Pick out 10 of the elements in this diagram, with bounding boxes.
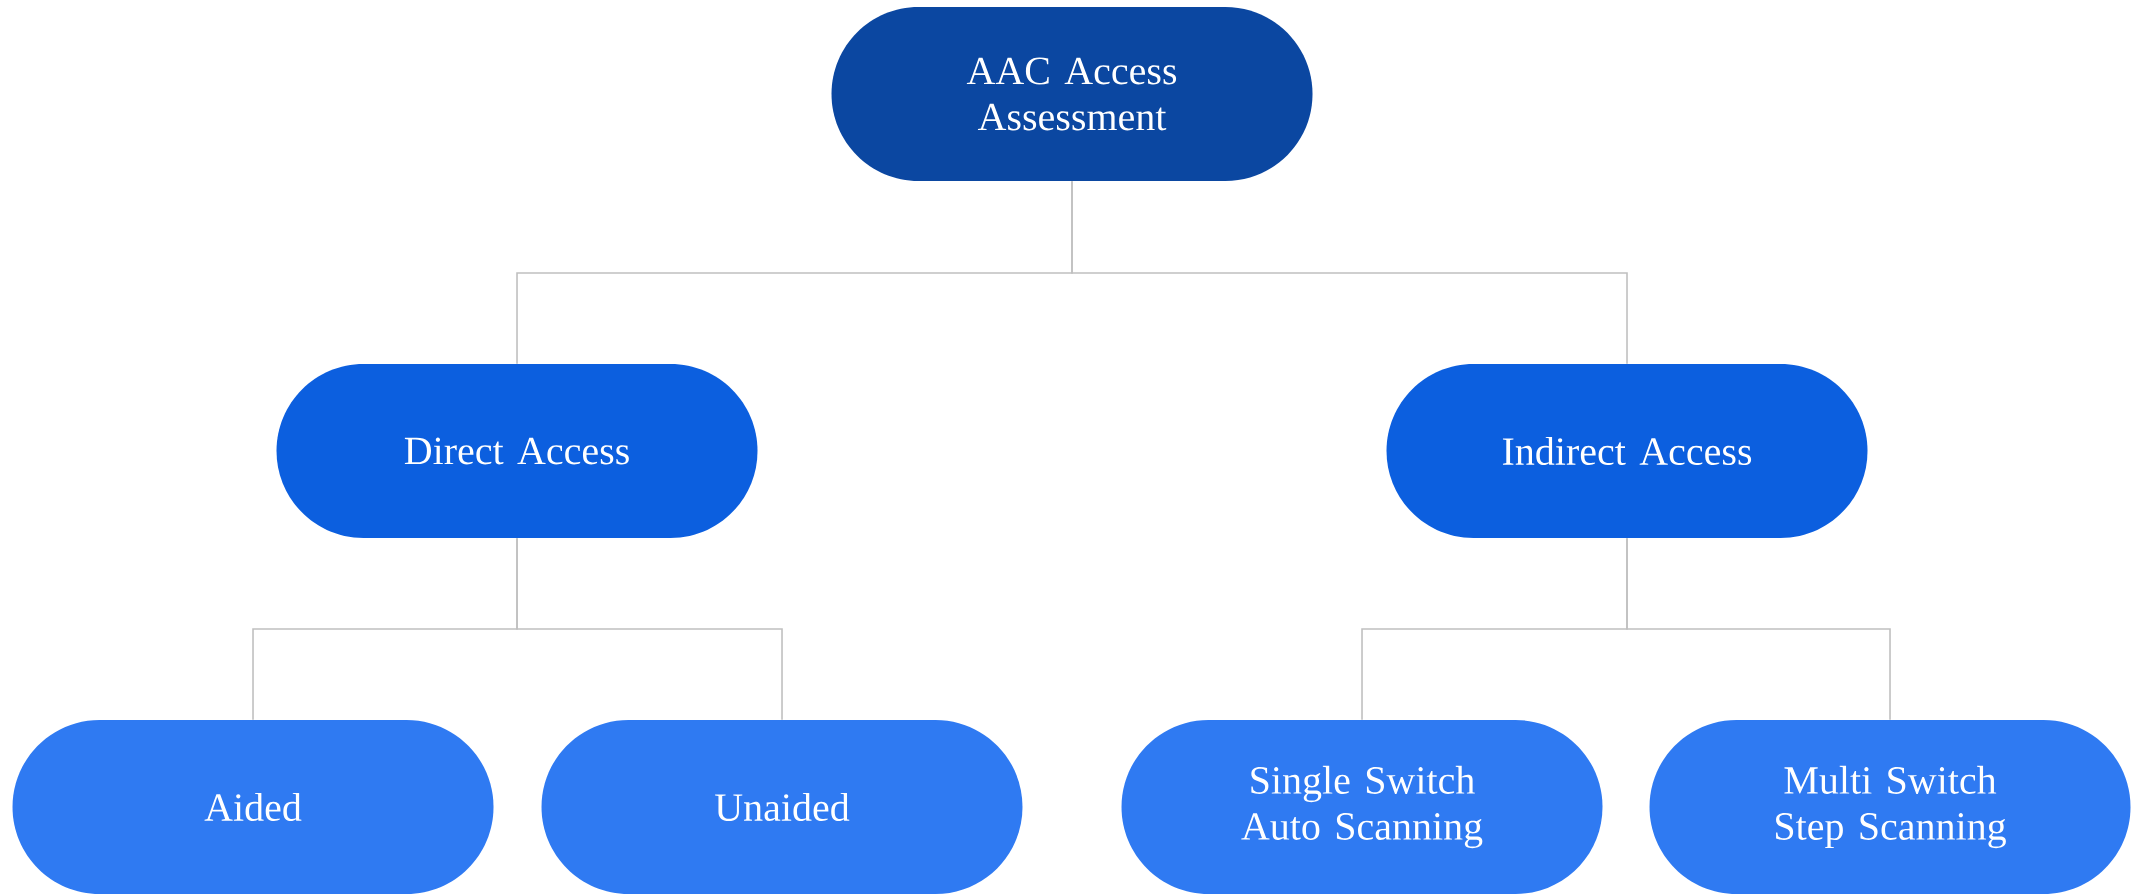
connector-line [1626, 537, 1891, 721]
process-box: Direct Access [276, 364, 758, 538]
process-box: Aided [12, 720, 494, 894]
process-box: AAC Access Assessment [831, 7, 1313, 181]
connector-line [516, 537, 783, 721]
connector-line [1071, 180, 1628, 365]
process-box: Multi Switch Step Scanning [1649, 720, 2131, 894]
process-box: Single Switch Auto Scanning [1121, 720, 1603, 894]
process-box: Unaided [541, 720, 1023, 894]
process-box: Indirect Access [1386, 364, 1868, 538]
